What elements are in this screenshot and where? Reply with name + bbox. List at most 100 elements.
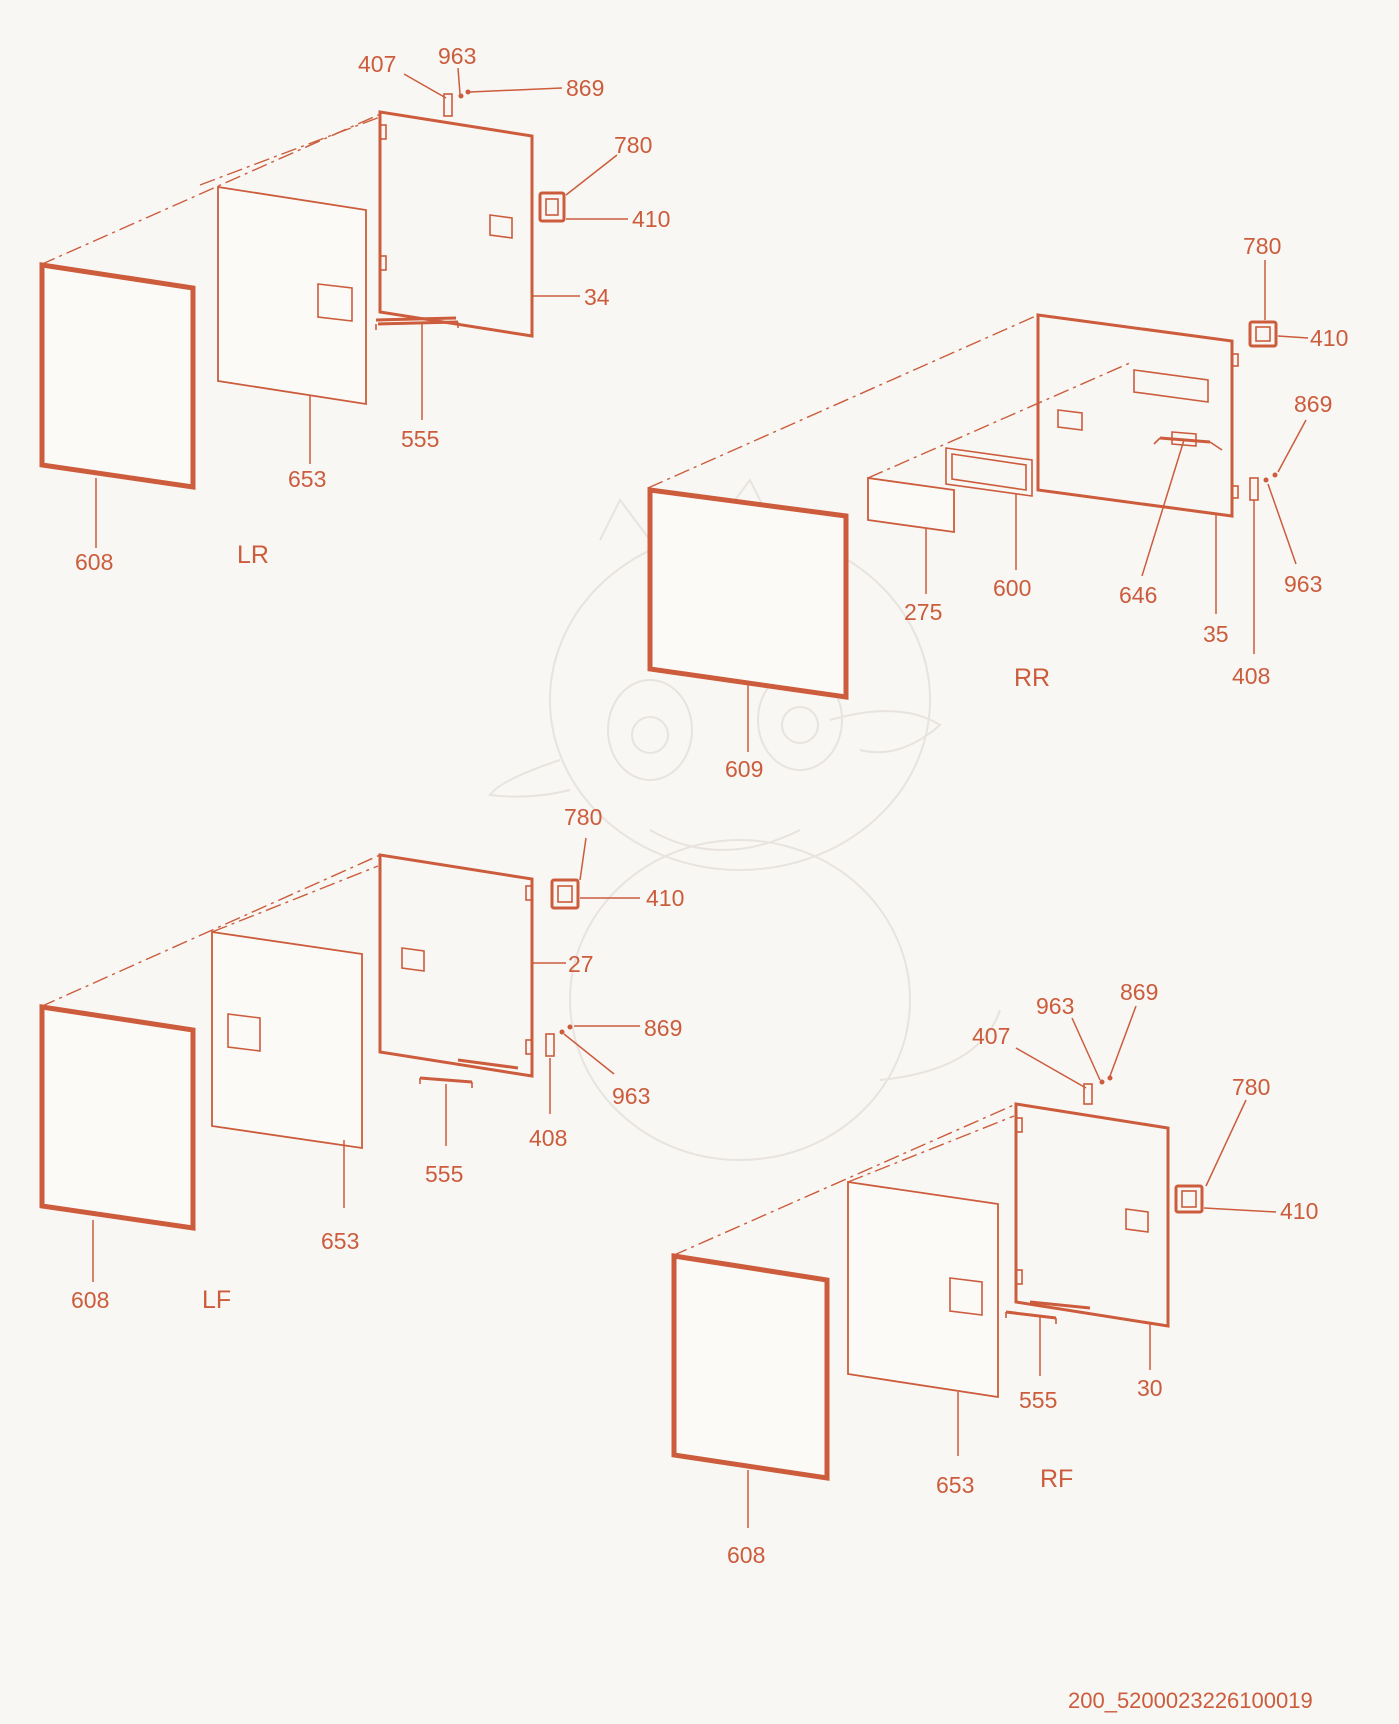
rr-leader-646 (1141, 439, 1185, 577)
lr-part-653-panel (217, 185, 367, 406)
lf-part-653-panel (211, 930, 363, 1150)
rf-part-555-rail (1005, 1300, 1091, 1324)
lr-label-555: 555 (401, 426, 439, 452)
lf-label-780: 780 (564, 804, 602, 830)
rr-view-title: RR (1014, 664, 1050, 692)
lr-label-869: 869 (566, 75, 604, 101)
lf-label-869: 869 (644, 1015, 682, 1041)
lf-door-hinges (525, 885, 533, 1055)
rr-leader-963 (1267, 483, 1297, 565)
rr-label-780: 780 (1243, 233, 1281, 259)
rf-label-780: 780 (1232, 1074, 1270, 1100)
lf-panel-653-opening (227, 1013, 261, 1052)
lf-view-title: LF (202, 1286, 231, 1314)
rf-part-410-latch (1174, 1184, 1204, 1214)
view-rf: 963 869 407 780 410 555 30 653 608 RF (671, 979, 1318, 1568)
lf-label-408: 408 (529, 1125, 567, 1151)
rf-label-410: 410 (1280, 1198, 1318, 1224)
rf-label-963: 963 (1036, 993, 1074, 1019)
rr-label-35: 35 (1203, 621, 1229, 647)
lr-leader-869 (469, 87, 563, 93)
rf-label-608: 608 (727, 1542, 765, 1568)
rf-part-653-panel (847, 1180, 999, 1399)
rr-part-275-panel (867, 476, 955, 534)
lf-label-410: 410 (646, 885, 684, 911)
rf-panel-653-opening (949, 1277, 983, 1316)
rf-door-30-window (1125, 1208, 1149, 1233)
lr-panel-653-opening (317, 283, 353, 322)
rf-leader-410 (1203, 1207, 1277, 1213)
lf-part-608-frame (39, 1004, 196, 1231)
rr-part-410-latch (1248, 320, 1278, 348)
rr-part-600-frame-inner (951, 453, 1027, 491)
lr-label-608: 608 (75, 549, 113, 575)
lf-part-27-door (378, 853, 534, 1078)
rr-door-35-window (1133, 369, 1209, 403)
lr-leader-407 (403, 73, 447, 99)
rr-part-35-door (1036, 313, 1234, 518)
rf-leader-869 (1109, 1005, 1137, 1077)
rr-part-609-frame (647, 487, 849, 700)
lf-label-27: 27 (568, 951, 594, 977)
lf-part-408-bracket (545, 1024, 573, 1057)
lf-label-555: 555 (425, 1161, 463, 1187)
lr-door-34-window (489, 214, 513, 239)
lr-label-410: 410 (632, 206, 670, 232)
lf-projection-line-left (39, 854, 381, 1008)
rf-projection-line-left (671, 1103, 1017, 1257)
rr-label-963: 963 (1284, 571, 1322, 597)
lf-part-555-rail (419, 1058, 519, 1088)
rf-leader-407 (1015, 1047, 1087, 1089)
rf-part-407-bracket (1083, 1075, 1113, 1105)
lr-part-555-rail (375, 316, 459, 330)
rr-part-408-bracket (1249, 472, 1278, 501)
rf-projection-line-right (847, 1115, 1015, 1183)
rr-part-600-frame (945, 447, 1033, 497)
lr-part-608-frame (39, 262, 196, 490)
lr-view-title: LR (237, 541, 269, 569)
lr-door-hinges (379, 124, 387, 271)
lr-leader-780 (565, 154, 618, 196)
lf-label-963: 963 (612, 1083, 650, 1109)
lr-label-780: 780 (614, 132, 652, 158)
lr-label-407: 407 (358, 51, 396, 77)
lf-leader-780 (579, 837, 587, 881)
rf-label-869: 869 (1120, 979, 1158, 1005)
rf-part-608-frame (671, 1253, 830, 1481)
rf-label-653: 653 (936, 1472, 974, 1498)
lf-projection-line-right (211, 865, 379, 933)
rr-label-408: 408 (1232, 663, 1270, 689)
rf-label-555: 555 (1019, 1387, 1057, 1413)
view-rr: 780 410 869 963 275 600 646 35 408 609 R… (647, 233, 1348, 782)
lr-projection-line-right (199, 116, 381, 186)
rf-door-hinges (1015, 1117, 1023, 1285)
rr-label-609: 609 (725, 756, 763, 782)
lf-leader-963 (563, 1033, 615, 1075)
rr-label-646: 646 (1119, 582, 1157, 608)
rr-projection-line-mid (867, 361, 1133, 479)
rf-leader-963 (1071, 1017, 1101, 1081)
lf-label-608: 608 (71, 1287, 109, 1313)
rr-door-hinges (1231, 353, 1239, 499)
rr-projection-line-top (647, 314, 1039, 489)
lr-label-963: 963 (438, 43, 476, 69)
view-lf: 780 410 27 869 963 408 555 653 608 LF (39, 804, 684, 1314)
document-code: 200_5200023226100019 (1068, 1688, 1313, 1713)
rf-label-30: 30 (1137, 1375, 1163, 1401)
lr-part-407-bracket (443, 89, 471, 117)
lf-door-27-window (401, 947, 425, 972)
rf-label-407: 407 (972, 1023, 1010, 1049)
view-lr: 407 963 869 780 410 34 555 653 608 LR (39, 43, 670, 575)
lr-label-34: 34 (584, 284, 610, 310)
lr-part-34-door (378, 110, 534, 338)
rr-part-646-handle (1153, 431, 1223, 451)
rf-view-title: RF (1040, 1465, 1073, 1493)
lr-label-653: 653 (288, 466, 326, 492)
rr-leader-869 (1277, 419, 1307, 473)
rr-label-275: 275 (904, 599, 942, 625)
rr-label-869: 869 (1294, 391, 1332, 417)
lr-projection-line-left (39, 111, 386, 266)
lr-leader-963 (457, 67, 461, 95)
lf-label-653: 653 (321, 1228, 359, 1254)
